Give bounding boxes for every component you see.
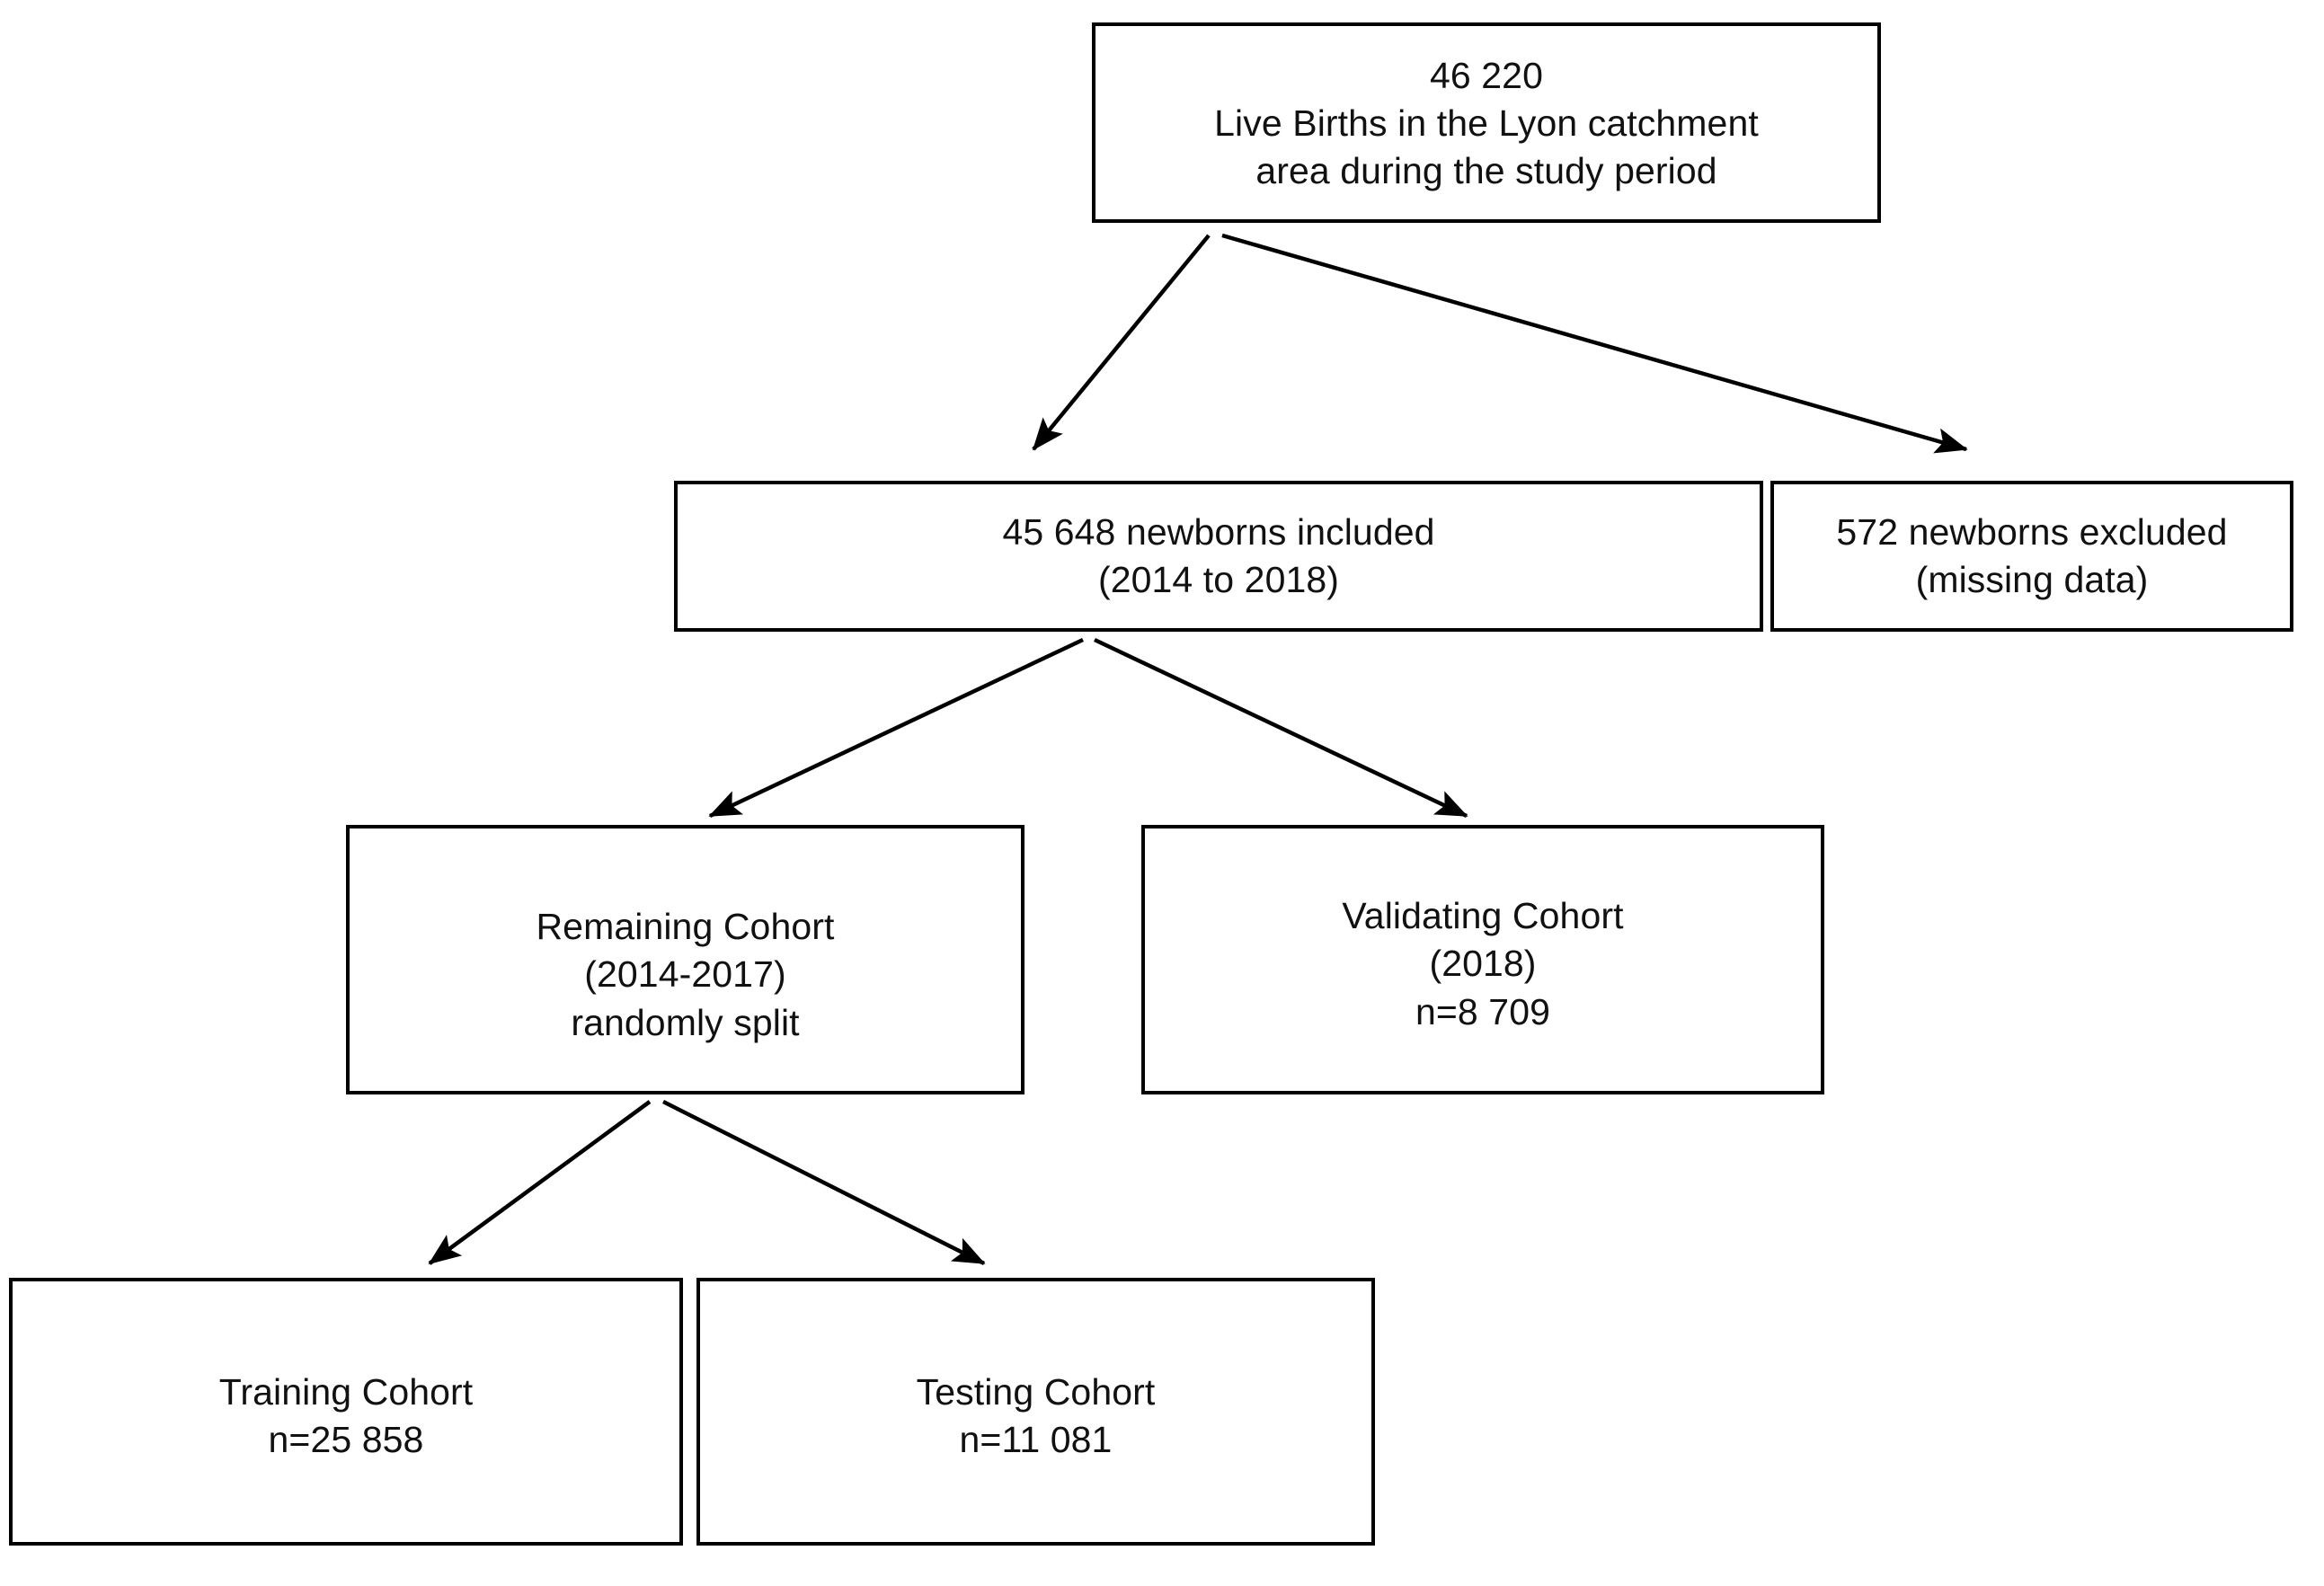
edges-group — [428, 233, 1968, 1266]
node-live-births-line-3: area during the study period — [1255, 150, 1717, 192]
node-training-cohort-text: Training Cohort n=25 858 — [219, 1369, 474, 1465]
node-testing-cohort: Testing Cohort n=11 081 — [696, 1278, 1375, 1546]
node-remaining-cohort-line-1: Remaining Cohort — [536, 906, 835, 948]
node-included-line-2: (2014 to 2018) — [1097, 559, 1340, 600]
node-training-cohort-line-1: Training Cohort — [218, 1370, 474, 1413]
node-excluded-line-2: (missing data) — [1915, 559, 2149, 600]
node-live-births-line-1: 46 220 — [1429, 54, 1543, 96]
node-excluded: 572 newborns excluded (missing data) — [1770, 481, 2293, 632]
node-remaining-cohort: Remaining Cohort (2014-2017) randomly sp… — [346, 825, 1025, 1094]
node-testing-cohort-line-1: Testing Cohort — [916, 1370, 1156, 1413]
node-validating-cohort-line-2: (2018) — [1429, 943, 1537, 985]
node-remaining-cohort-text: Remaining Cohort (2014-2017) randomly sp… — [536, 903, 834, 1047]
node-training-cohort-line-2: n=25 858 — [268, 1419, 424, 1460]
node-included-text: 45 648 newborns included (2014 to 2018) — [1002, 509, 1434, 605]
node-included-line-1: 45 648 newborns included — [1002, 510, 1435, 553]
node-validating-cohort-text: Validating Cohort (2018) n=8 709 — [1342, 892, 1623, 1036]
connector-remaining-to-training — [428, 1100, 652, 1265]
node-validating-cohort: Validating Cohort (2018) n=8 709 — [1141, 825, 1824, 1094]
node-excluded-line-1: 572 newborns excluded — [1836, 510, 2228, 553]
node-live-births-line-2: Live Births in the Lyon catchment — [1214, 102, 1759, 144]
connector-live-births-to-included — [1032, 234, 1211, 451]
node-included: 45 648 newborns included (2014 to 2018) — [674, 481, 1763, 632]
connector-included-to-validating — [1094, 637, 1468, 819]
node-live-births: 46 220 Live Births in the Lyon catchment… — [1092, 22, 1881, 223]
connector-included-to-remaining — [708, 637, 1084, 819]
node-remaining-cohort-line-2: (2014-2017) — [584, 953, 786, 996]
node-testing-cohort-text: Testing Cohort n=11 081 — [917, 1369, 1156, 1465]
node-remaining-cohort-line-3: randomly split — [571, 1001, 800, 1043]
node-excluded-text: 572 newborns excluded (missing data) — [1836, 509, 2227, 605]
node-training-cohort: Training Cohort n=25 858 — [9, 1278, 683, 1546]
connector-remaining-to-testing — [661, 1099, 986, 1266]
node-validating-cohort-line-3: n=8 709 — [1415, 990, 1551, 1032]
node-validating-cohort-line-1: Validating Cohort — [1342, 895, 1624, 937]
node-live-births-text: 46 220 Live Births in the Lyon catchment… — [1214, 52, 1759, 196]
node-testing-cohort-line-2: n=11 081 — [959, 1419, 1113, 1460]
connector-live-births-to-excluded — [1221, 233, 1968, 454]
